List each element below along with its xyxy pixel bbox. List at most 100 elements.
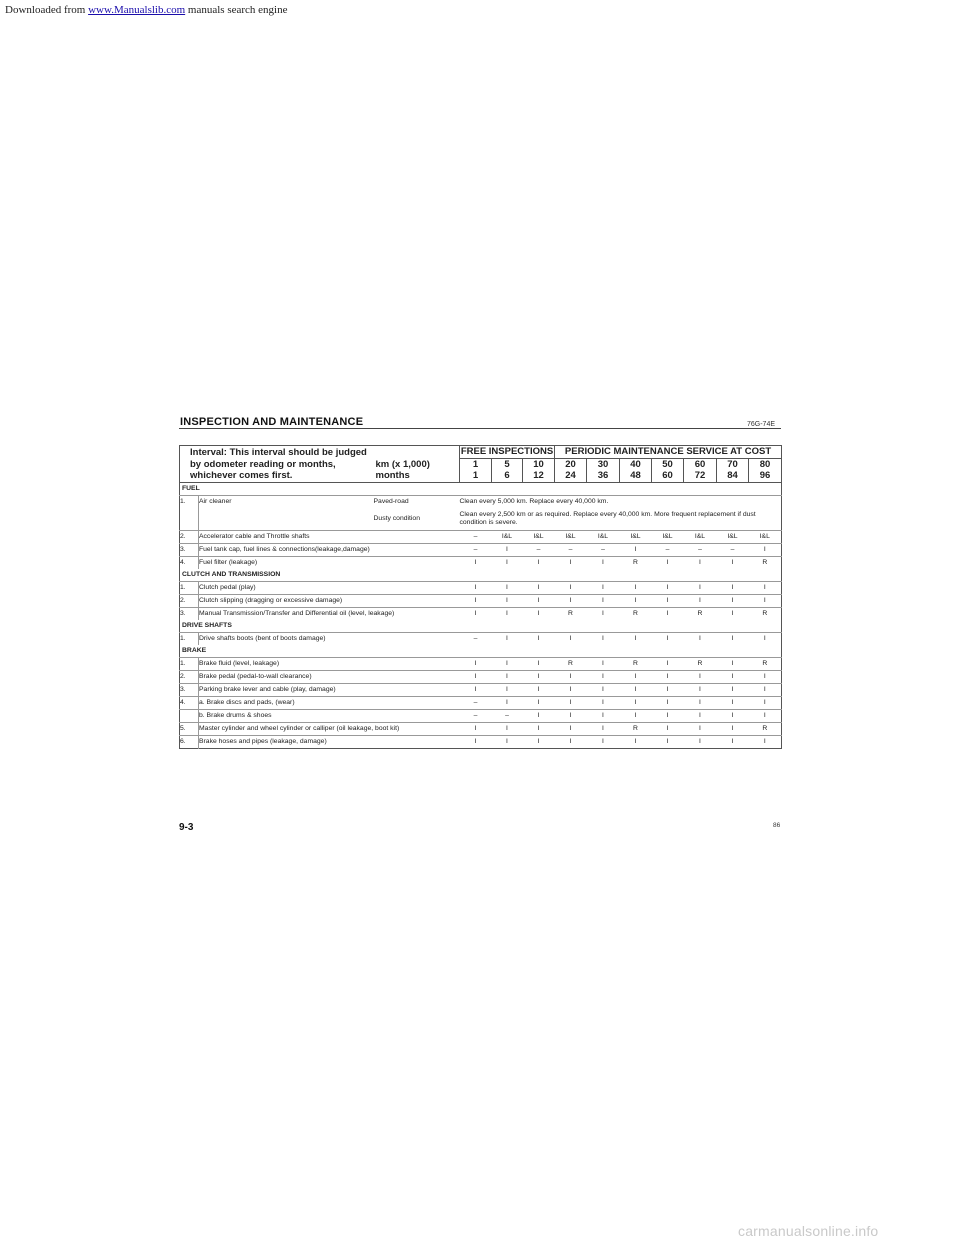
service-code: I&L — [554, 529, 587, 543]
service-code: I — [716, 708, 749, 722]
month-interval-10: 96 — [747, 470, 782, 483]
item-number: 6. — [179, 734, 199, 748]
service-code: – — [586, 542, 620, 556]
service-code: I — [554, 734, 587, 748]
km-interval-8: 60 — [683, 458, 717, 470]
maintenance-schedule-table: Interval: This interval should be judged… — [179, 445, 783, 749]
item-description: Brake fluid (level, leakage) — [198, 656, 460, 670]
item-number: 3. — [179, 682, 199, 696]
item-number: 1. — [179, 656, 199, 670]
service-code: I — [748, 542, 782, 556]
item-condition: Dusty condition — [373, 514, 420, 522]
service-code: I — [459, 721, 492, 735]
km-interval-10: 80 — [747, 458, 782, 470]
interval-note-line-3: whichever comes first. — [179, 470, 374, 483]
service-code: I — [554, 631, 587, 645]
service-code: I — [522, 606, 555, 620]
service-code: I — [522, 708, 555, 722]
service-code: I — [522, 695, 555, 709]
item-description: Master cylinder and wheel cylinder or ca… — [198, 721, 460, 735]
service-code: I — [716, 656, 749, 670]
service-code: I — [554, 682, 587, 696]
service-code: I — [619, 593, 652, 607]
item-number: 2. — [179, 529, 199, 543]
month-interval-1: 1 — [459, 470, 492, 483]
service-code: I — [651, 631, 684, 645]
service-code: I — [586, 695, 620, 709]
document-code: 76G-74E — [747, 421, 776, 428]
table-row: 3.Parking brake lever and cable (play, d… — [179, 682, 782, 696]
service-code: I — [651, 708, 684, 722]
service-code: I — [651, 695, 684, 709]
service-code: I — [716, 695, 749, 709]
page-number: 9-3 — [179, 822, 194, 833]
item-number: 4. — [179, 555, 199, 569]
service-code: I — [586, 656, 620, 670]
watermark-prefix: Downloaded from — [5, 4, 89, 16]
service-code: I — [651, 734, 684, 748]
service-code: I — [522, 682, 555, 696]
service-code: I&L — [586, 529, 620, 543]
service-code: I&L — [748, 529, 782, 543]
service-code: I — [651, 580, 684, 594]
service-code: I — [459, 656, 492, 670]
interval-note-line-2: by odometer reading or months, — [190, 458, 336, 470]
title-rule — [179, 428, 781, 429]
month-interval-3: 12 — [522, 470, 555, 483]
service-code: I — [554, 669, 587, 683]
service-code: – — [459, 631, 492, 645]
month-interval-8: 72 — [683, 470, 717, 483]
service-code: – — [459, 542, 492, 556]
service-code: I — [683, 721, 717, 735]
month-interval-5: 36 — [586, 470, 620, 483]
item-description: Accelerator cable and Throttle shafts — [198, 529, 460, 543]
table-row: 2.Brake pedal (pedal-to-wall clearance)I… — [179, 669, 782, 683]
service-code: I&L — [683, 529, 717, 543]
service-code: R — [683, 656, 717, 670]
item-description — [199, 508, 374, 531]
service-code: I — [716, 631, 749, 645]
service-code: I — [619, 708, 652, 722]
service-code: I — [716, 721, 749, 735]
table-row: 1.Drive shafts boots (bent of boots dama… — [179, 631, 782, 645]
service-code: I — [683, 734, 717, 748]
service-code: I — [748, 580, 782, 594]
item-number: 5. — [179, 721, 199, 735]
service-code: I — [491, 555, 523, 569]
service-code: I — [459, 682, 492, 696]
service-code: – — [683, 542, 717, 556]
item-condition: Paved-road — [373, 494, 460, 508]
service-code: I — [716, 682, 749, 696]
service-code: I — [459, 669, 492, 683]
months-label: months — [373, 470, 460, 483]
manualslib-link[interactable]: www.Manualslib.com — [88, 4, 186, 16]
km-label: km (x 1,000) — [375, 458, 430, 470]
item-number: 2. — [179, 593, 199, 607]
service-code: I — [554, 593, 587, 607]
month-interval-7: 60 — [651, 470, 684, 483]
item-description: Air cleaner — [198, 494, 374, 508]
item-number: 3. — [179, 542, 199, 556]
service-code: I — [683, 708, 717, 722]
service-code: I — [491, 721, 523, 735]
service-code: I — [586, 682, 620, 696]
km-interval-5: 30 — [586, 458, 620, 470]
service-code: I — [554, 708, 587, 722]
service-code: I — [586, 708, 620, 722]
service-code: – — [459, 695, 492, 709]
service-code: I — [459, 580, 492, 594]
service-code: I&L — [716, 529, 749, 543]
service-code: R — [619, 606, 652, 620]
service-code: I — [522, 631, 555, 645]
service-code: I — [554, 580, 587, 594]
service-code: I — [619, 734, 652, 748]
service-code: I — [683, 555, 717, 569]
service-code: I — [586, 721, 620, 735]
service-code: – — [554, 542, 587, 556]
service-code: I — [748, 669, 782, 683]
service-code: I — [554, 695, 587, 709]
service-code: I — [651, 555, 684, 569]
service-code: I — [651, 682, 684, 696]
